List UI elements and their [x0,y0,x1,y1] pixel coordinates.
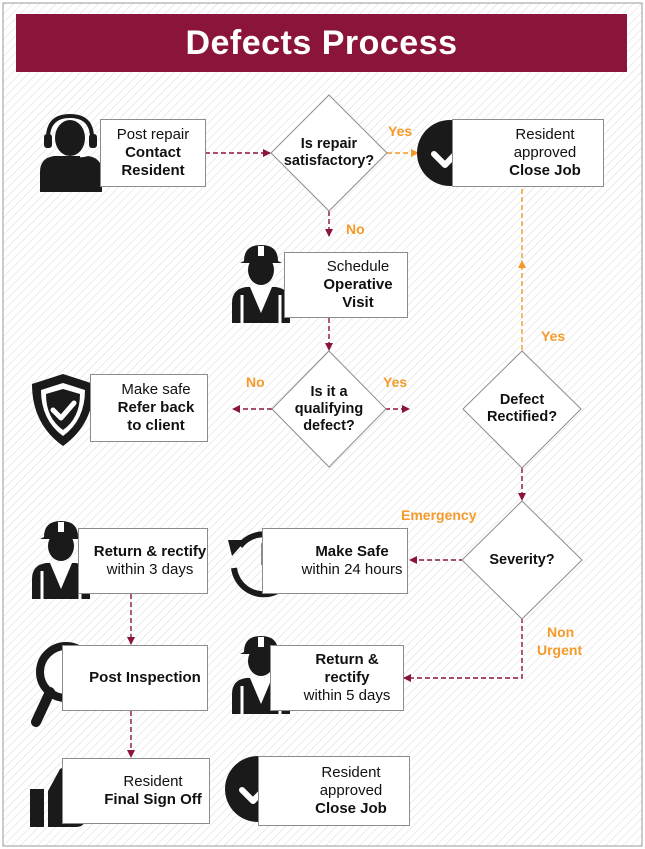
box-text: Close Job [315,800,387,817]
box-text: Post repair [116,126,190,143]
decision-repair-satisfactory: Is repair satisfactory? [283,133,375,173]
box-text: Make safe [121,381,191,398]
box-return-5-days: Return & rectify within 5 days [270,645,404,711]
box-text: within 5 days [303,687,391,704]
box-text: Refer back [117,399,195,416]
box-text: Visit [342,294,374,311]
label-yes-qualifying: Yes [383,374,408,390]
decision-qualifying-defect: Is it a qualifying defect? [289,379,369,439]
decision-diamond-qualifying [271,350,387,468]
decision-text: Severity? [489,551,555,568]
decision-text: Rectified? [486,409,558,425]
box-return-3-days: Return & rectify within 3 days [78,528,208,594]
decision-text: qualifying [294,400,364,417]
decision-text: satisfactory? [283,153,375,169]
shield-check-icon [32,374,94,446]
box-contact-resident: Post repair Contact Resident [100,119,206,187]
box-make-safe-24h: Make Safe within 24 hours [262,528,408,594]
label-yes-rectified: Yes [541,328,566,344]
box-final-sign-off: Resident Final Sign Off [62,758,210,824]
box-schedule-visit: Schedule Operative Visit [284,252,408,318]
box-text: Return & rectify [93,543,207,560]
label-no-qualifying: No [246,374,265,390]
box-text: Schedule [326,258,390,275]
box-text: Operative [323,276,393,293]
decision-diamond-severity [461,500,583,620]
label-emergency: Emergency [401,507,477,523]
box-text: Resident [123,773,183,790]
box-text: Resident [515,126,575,143]
box-text: Resident [321,764,381,781]
box-make-safe-refer: Make safe Refer back to client [90,374,208,442]
box-text: Resident [121,162,185,179]
box-text: Contact [125,144,181,161]
label-urgent: Urgent [537,642,583,658]
box-text: within 3 days [106,561,194,578]
label-no-satisfactory: No [346,221,365,237]
decision-text: Defect [499,392,545,408]
box-text: Post Inspection [89,669,201,686]
headset-operator-icon [40,113,102,192]
decision-text: Is repair [300,136,358,152]
label-non: Non [547,624,575,640]
arrow-nonurgent-to-return5 [403,618,523,682]
box-post-inspection: Post Inspection [62,645,208,711]
decision-defect-rectified: Defect Rectified? [478,389,566,429]
worker-hardhat-icon [232,245,290,323]
box-text: within 24 hours [301,561,403,578]
box-text: Close Job [509,162,581,179]
box-text: Return & rectify [315,651,379,686]
decision-diamond-repair [270,94,388,212]
page-title: Defects Process [16,14,627,72]
box-text: Final Sign Off [104,791,202,808]
box-text: Make Safe [315,543,389,560]
box-text: to client [127,417,185,434]
label-yes-satisfactory: Yes [388,123,413,139]
decision-diamond-rectified [462,350,582,469]
decision-text: defect? [303,417,355,434]
box-text: approved [319,782,383,799]
decision-severity: Severity? [482,550,562,570]
box-close-job-bottom: Resident approved Close Job [258,756,410,826]
box-text: approved [513,144,577,161]
box-close-job-top: Resident approved Close Job [452,119,604,187]
decision-text: Is it a [310,383,348,400]
